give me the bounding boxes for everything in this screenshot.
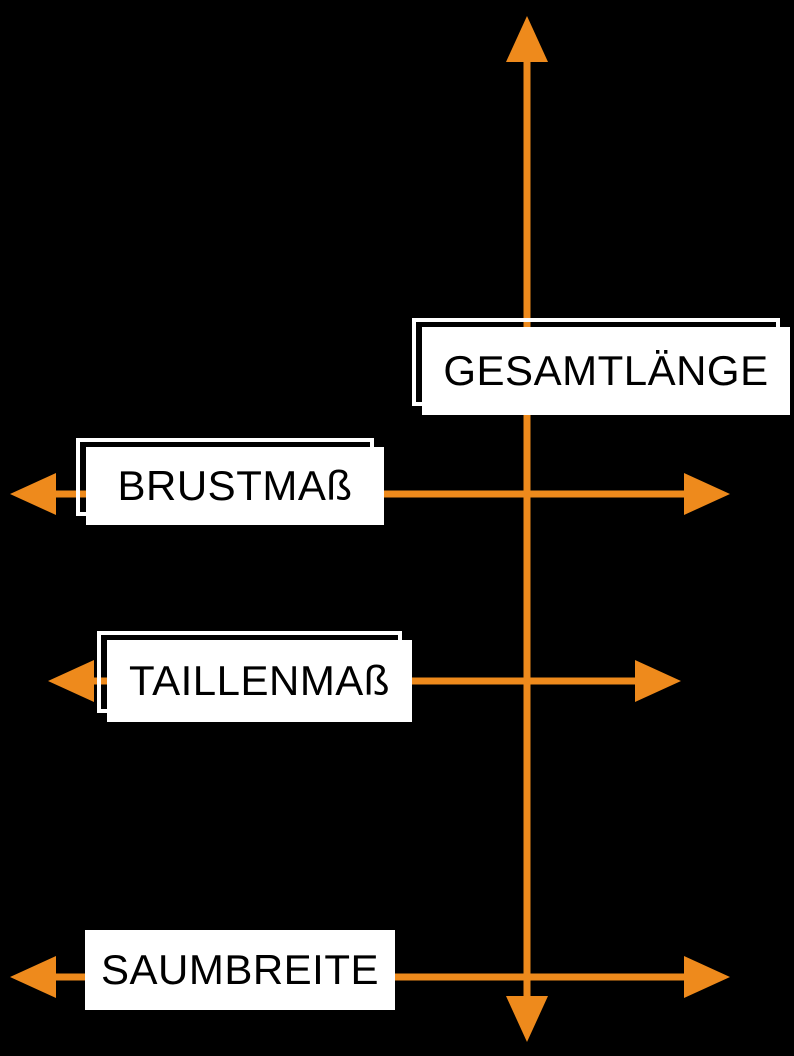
arrow-down-icon [506, 996, 548, 1042]
arrow-left-icon [10, 956, 56, 998]
total-length-label: GESAMTLÄNGE [412, 318, 790, 415]
label-text: BRUSTMAß [86, 447, 384, 525]
waist-label: TAILLENMAß [97, 631, 412, 722]
arrow-up-icon [506, 16, 548, 62]
label-text: GESAMTLÄNGE [422, 327, 790, 415]
hem-label: SAUMBREITE [85, 930, 395, 1010]
arrow-right-icon [684, 956, 730, 998]
arrow-left-icon [10, 473, 56, 515]
arrow-left-icon [48, 660, 94, 702]
arrow-right-icon [635, 660, 681, 702]
label-text: SAUMBREITE [85, 930, 395, 1010]
label-text: TAILLENMAß [107, 640, 412, 722]
total-length-arrow [506, 16, 548, 1042]
chest-label: BRUSTMAß [76, 438, 384, 525]
arrow-right-icon [684, 473, 730, 515]
